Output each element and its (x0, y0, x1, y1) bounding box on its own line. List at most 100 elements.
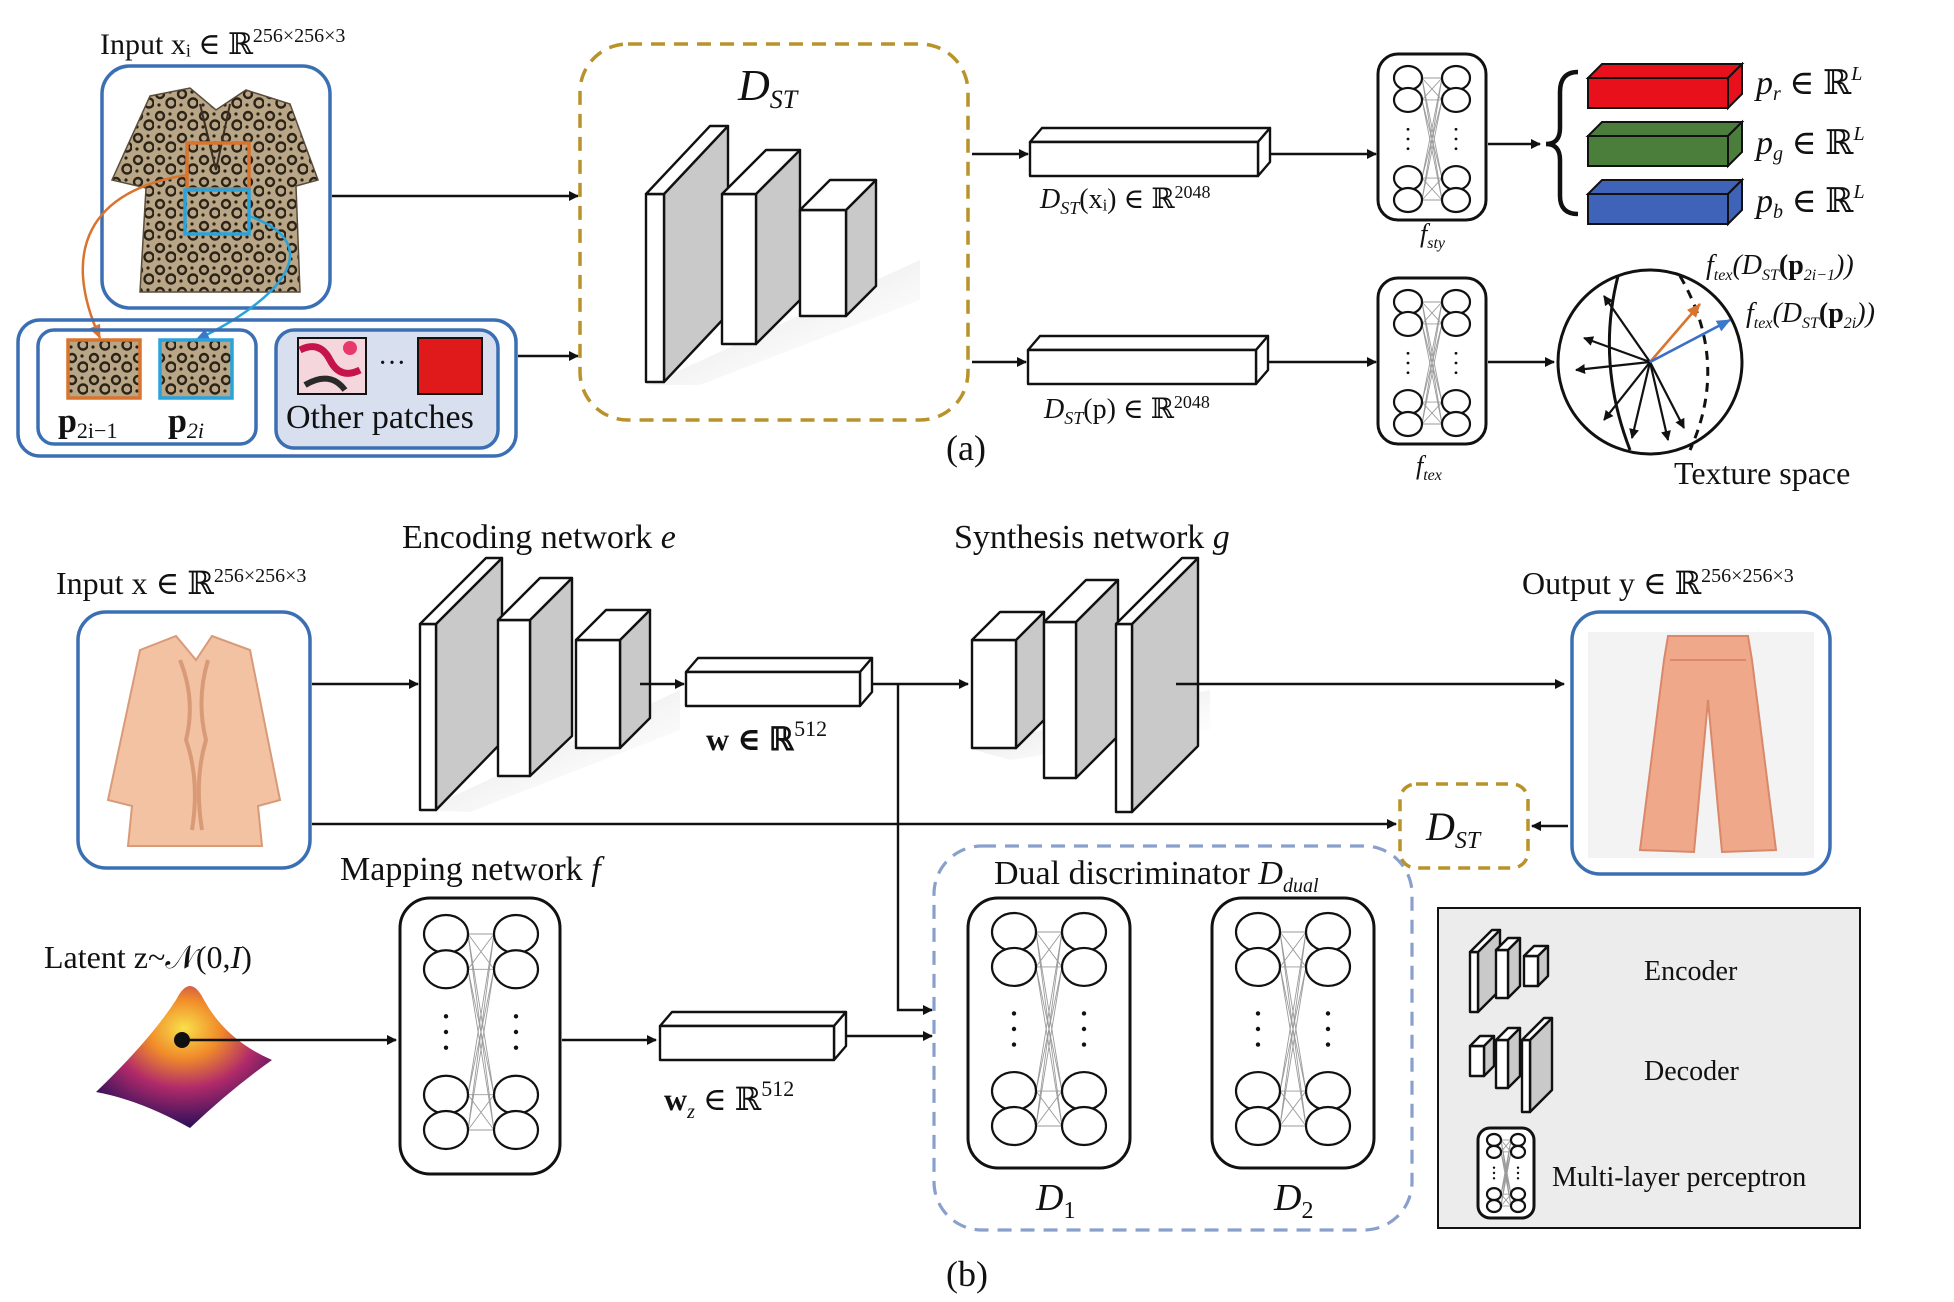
mlp-node (1440, 164, 1472, 192)
dst-small-box (1398, 782, 1530, 870)
mlp-node (492, 913, 540, 955)
color-bar-top (1585, 179, 1745, 195)
mlp-ellipsis-dot (1011, 1011, 1017, 1016)
mlp-node (1060, 1105, 1108, 1147)
mlp-node (1304, 946, 1352, 988)
mlp-node (1304, 1105, 1352, 1147)
input-label-a: Input xᵢ ∈ ℝ256×256×3 (100, 25, 345, 61)
mlp-node (1440, 310, 1472, 338)
mlp-ellipsis-dot (1406, 361, 1410, 365)
output-image-box (1570, 610, 1832, 876)
mlp-node (1234, 1070, 1282, 1112)
mlp-ellipsis-dot (1516, 1166, 1520, 1169)
input-image-box-b (76, 610, 312, 870)
mlp-ellipsis-dot (513, 1014, 519, 1019)
wz-vector-bar (658, 1010, 848, 1062)
mlp-ellipsis-dot (1255, 1026, 1261, 1032)
mlp-ellipsis-dot (1081, 1042, 1087, 1047)
mlp-node (1392, 388, 1424, 416)
mlp-node (990, 946, 1038, 988)
pr-label: pr ∈ ℝL (1754, 63, 1862, 105)
mlp-ellipsis-dot (1406, 371, 1410, 375)
color-bar-top (1585, 121, 1745, 137)
mlp-ellipsis-dot (1325, 1011, 1331, 1016)
d2-label: D2 (1273, 1177, 1313, 1224)
mlp-ellipsis-dot (1454, 351, 1458, 355)
mlp-ellipsis-dot (1492, 1171, 1496, 1175)
mlp-node (1485, 1187, 1503, 1202)
dst-encoder-box (578, 42, 970, 422)
caption-a: (a) (946, 428, 986, 468)
mlp-node (492, 1074, 540, 1115)
gaussian-surface-image (96, 986, 272, 1128)
patch-right-label: p2i (168, 403, 204, 443)
legend-encoder-label: Encoder (1644, 956, 1738, 987)
legend-decoder-label: Decoder (1644, 1056, 1740, 1087)
mlp-node (1440, 186, 1472, 214)
mlp-ellipsis-dot (1454, 147, 1458, 151)
mlp-ellipsis-dot (1081, 1011, 1087, 1016)
dst-encoder-icon (644, 124, 920, 385)
dst-small-label: DST (1425, 804, 1482, 854)
mlp-node (1440, 86, 1472, 114)
trousers-image (1588, 632, 1814, 858)
arrow-to-patch-left (81, 173, 188, 339)
legend-decoder-icon (1468, 1016, 1554, 1114)
w-vector-bar (684, 656, 874, 708)
dual-discriminator-box (932, 844, 1414, 1232)
color-bars (1585, 61, 1745, 227)
output-label: Output y ∈ ℝ256×256×3 (1522, 565, 1794, 601)
red-patch (417, 337, 483, 395)
w-label: w ∈ ℝ512 (706, 716, 827, 757)
mlp-node (1304, 1070, 1352, 1112)
synthesis-label: Synthesis network g (954, 519, 1230, 556)
mlp-node (1440, 64, 1472, 92)
d2-mlp (1210, 896, 1376, 1170)
texture-vec2-label: ftex(DST(p2i)) (1746, 298, 1875, 332)
mlp-node (1440, 410, 1472, 438)
texture-space-label: Texture space (1674, 455, 1850, 491)
texture-vector-blue (1649, 318, 1731, 364)
texture-vector-orange (1649, 303, 1701, 363)
mlp-node (1509, 1198, 1527, 1214)
texture-vec1-label: ftex(DST(p2i−1)) (1706, 250, 1854, 284)
mlp-node (422, 1074, 470, 1115)
mlp-ellipsis-dot (1406, 127, 1410, 131)
mlp-ellipsis-dot (1011, 1042, 1017, 1047)
pair-patches-box (36, 328, 258, 446)
fsty-label: fsty (1420, 219, 1446, 252)
mlp-node (422, 949, 470, 990)
mapping-label: Mapping network f (340, 851, 605, 888)
mlp-node (422, 913, 470, 955)
legend-mlp-icon (1476, 1126, 1536, 1220)
ftex-label: ftex (1416, 451, 1442, 484)
mlp-ellipsis-dot (1492, 1166, 1496, 1169)
d1-mlp (966, 896, 1132, 1170)
mlp-node (1440, 288, 1472, 316)
floral-patch (297, 337, 367, 395)
latent-label: Latent z~𝒩(0,I) (44, 939, 252, 975)
other-patches-label: Other patches (286, 399, 474, 436)
mlp-ellipsis-dot (1325, 1026, 1331, 1032)
mlp-node (1440, 388, 1472, 416)
color-bar (1587, 193, 1729, 225)
mlp-node (1060, 911, 1108, 953)
mlp-ellipsis-dot (1011, 1026, 1017, 1032)
mlp-node (1485, 1144, 1503, 1159)
arrow-w-to-dual (896, 684, 933, 1015)
encoder-e-icon (418, 556, 680, 812)
mlp-node (1509, 1144, 1527, 1159)
color-bar (1587, 135, 1729, 167)
mlp-ellipsis-dot (513, 1029, 519, 1035)
arrow-to-patch-right (195, 214, 292, 342)
feat-bot-label: DST(p) ∈ ℝ2048 (1043, 392, 1210, 428)
pg-label: pg ∈ ℝL (1754, 123, 1865, 165)
mlp-ellipsis-dot (513, 1045, 519, 1050)
mlp-node (990, 1105, 1038, 1147)
brace (1545, 69, 1579, 217)
mlp-node (1060, 1070, 1108, 1112)
d1-label: D1 (1035, 1177, 1075, 1224)
patches-container (16, 318, 518, 458)
mlp-ellipsis-dot (443, 1045, 449, 1050)
mlp-node (990, 1070, 1038, 1112)
